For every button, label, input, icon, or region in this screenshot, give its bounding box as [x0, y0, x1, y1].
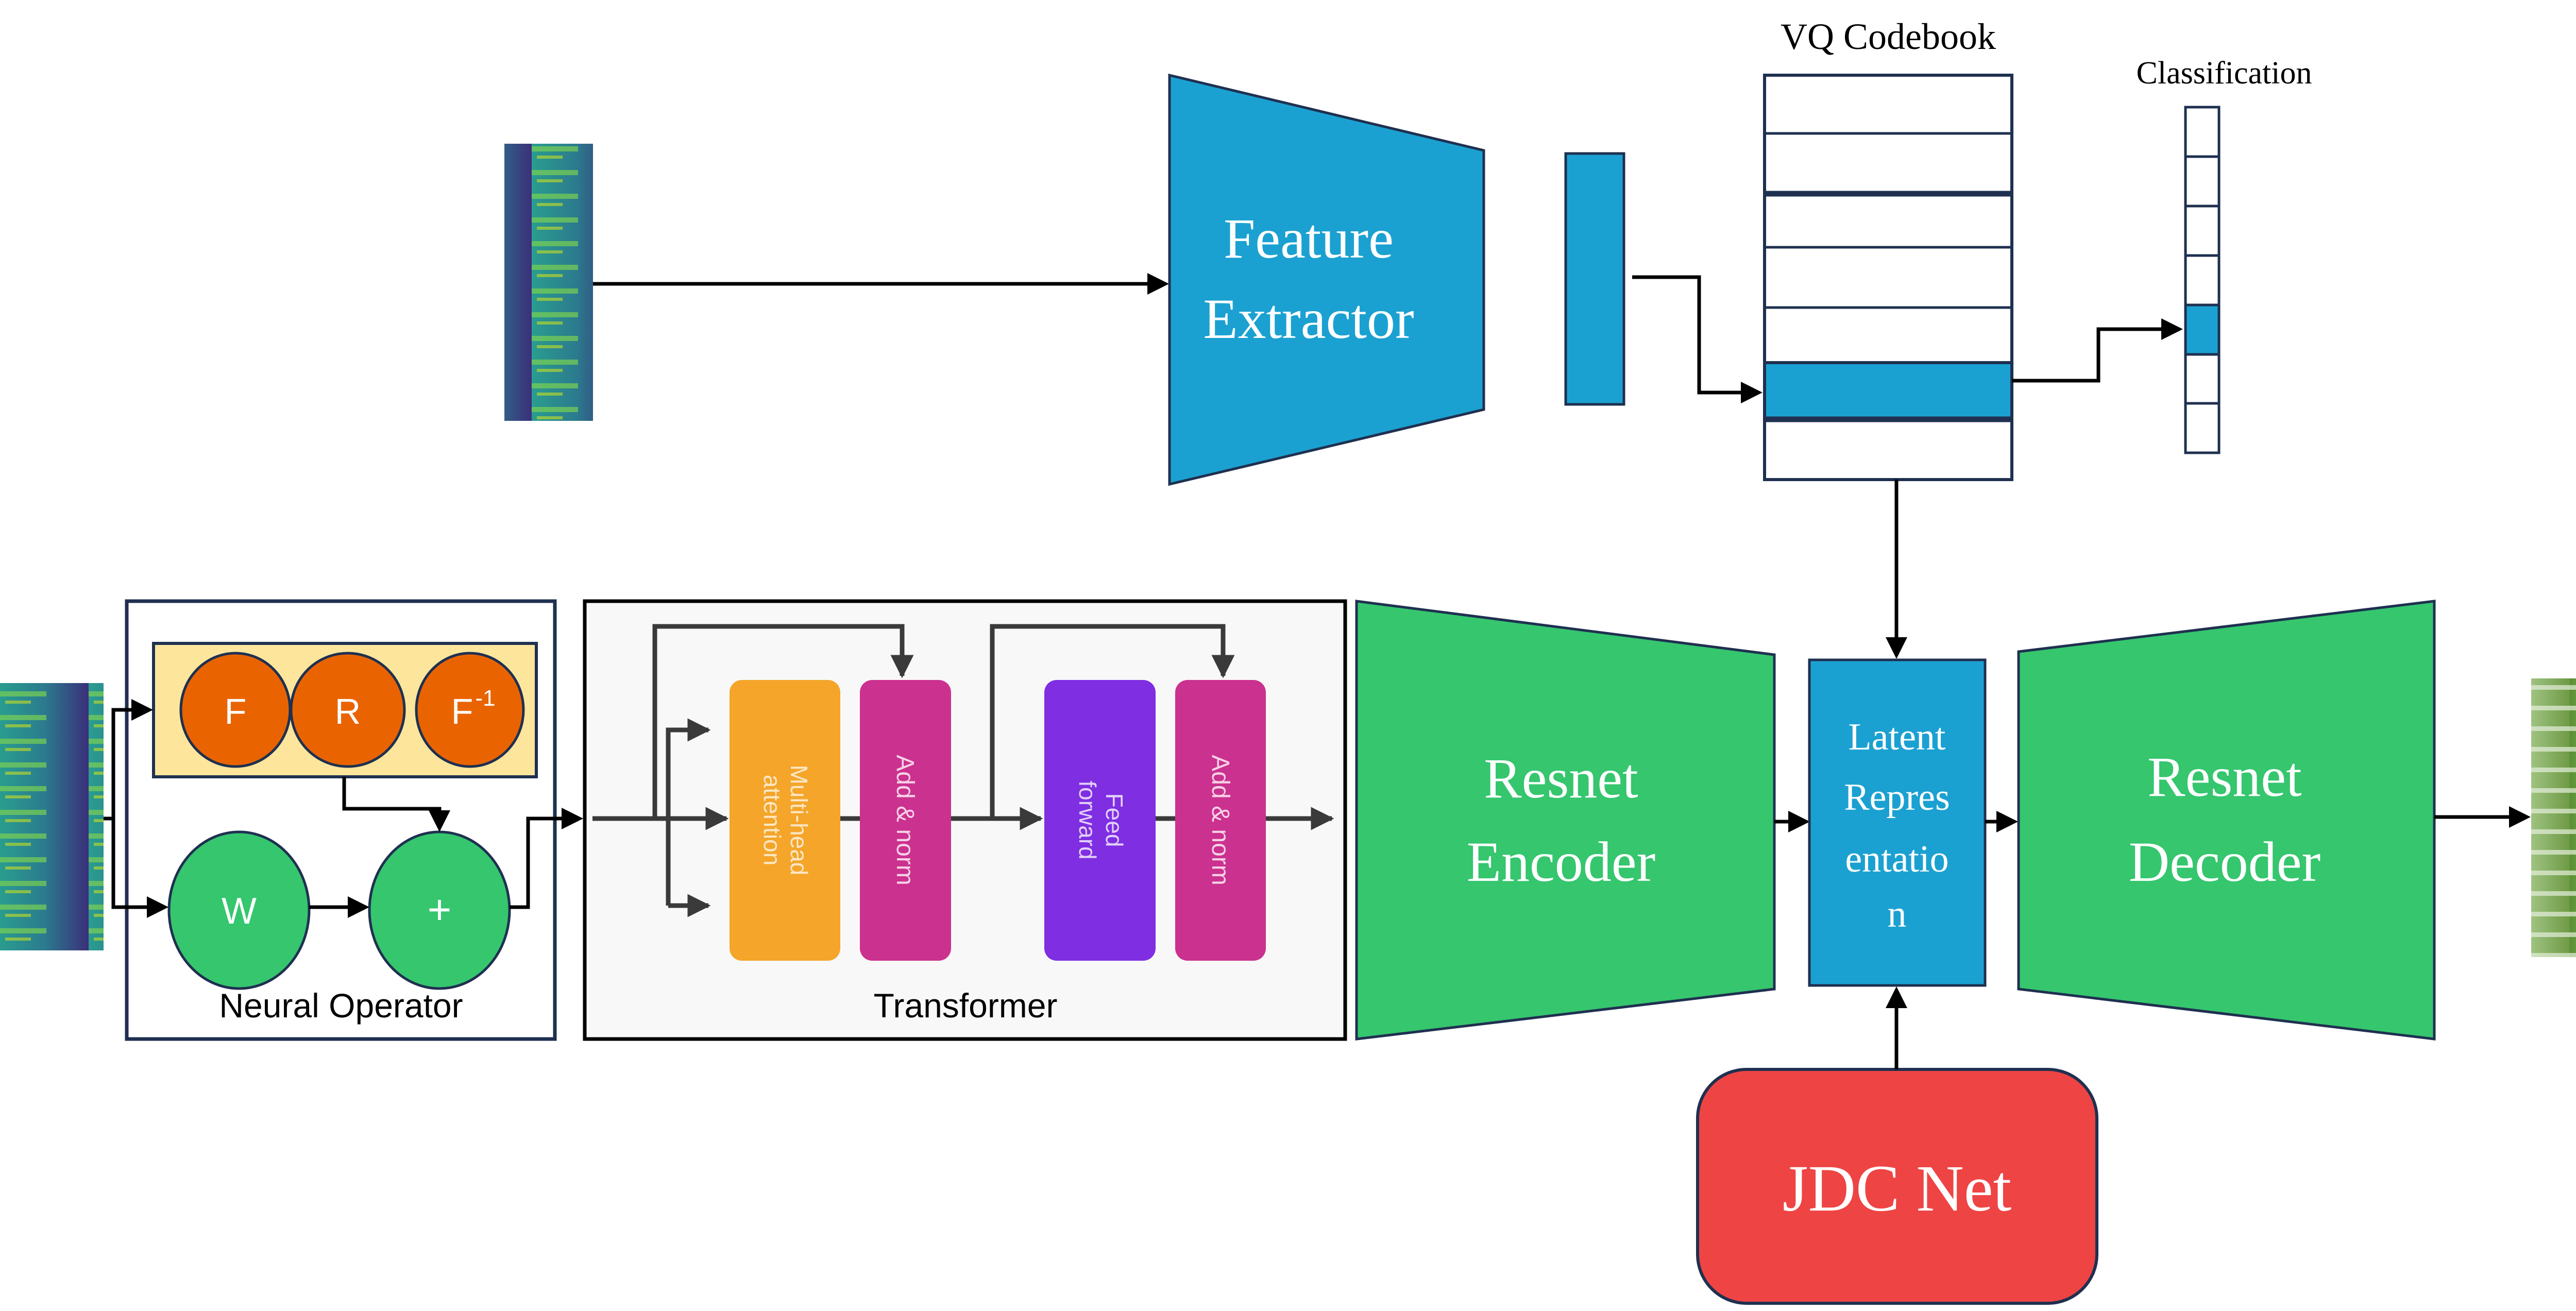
feature-vector — [1564, 152, 1625, 406]
decoder-label: Resnet — [2147, 745, 2301, 808]
vq-codebook-title: VQ Codebook — [1781, 16, 1996, 57]
classification-vector: Classification — [2137, 56, 2312, 454]
classification-title: Classification — [2137, 56, 2312, 91]
input-spectrogram-top — [504, 144, 593, 421]
decoder-label: Decoder — [2129, 830, 2321, 893]
arrow — [510, 808, 583, 909]
sum-node — [368, 830, 511, 990]
feature-extractor-label: Extractor — [1203, 287, 1414, 350]
arrow — [2012, 318, 2183, 383]
jdc-net: JDC Net — [1696, 1068, 2098, 1305]
encoder-label: Encoder — [1467, 830, 1655, 893]
arrow — [104, 699, 153, 821]
encoder-label: Resnet — [1484, 747, 1638, 810]
arrow — [342, 777, 450, 832]
r-node — [290, 652, 406, 768]
mha-label: attention — [759, 775, 786, 865]
arrow — [1632, 275, 1762, 403]
input-spectrogram — [0, 683, 104, 950]
neural-operator: F R F -1 W + Neural Operator — [125, 599, 557, 1041]
add-norm-block — [1175, 680, 1266, 961]
feature-extractor-label: Feature — [1224, 207, 1394, 270]
multi-head-attention-block — [730, 680, 840, 961]
latent-label: Latent — [1848, 716, 1945, 758]
latent-representation: Latent Repres entatio n — [1808, 658, 1987, 987]
resnet-encoder: Resnet Encoder — [1355, 600, 1776, 1041]
latent-label: entatio — [1845, 838, 1948, 880]
jdc-net-label: JDC Net — [1783, 1152, 2011, 1225]
add-norm-label: Add & norm — [891, 755, 919, 885]
classification-selected-cell — [2184, 303, 2221, 356]
transformer-label: Transformer — [874, 986, 1058, 1025]
output-spectrogram — [2531, 678, 2576, 957]
ff-label: Feed — [1101, 793, 1128, 847]
w-node — [167, 830, 311, 990]
finv-superscript: -1 — [475, 686, 495, 711]
arrow — [111, 819, 168, 918]
feed-forward-block — [1044, 680, 1156, 961]
latent-label: n — [1888, 893, 1907, 935]
w-label: W — [222, 891, 257, 932]
neural-operator-label: Neural Operator — [219, 986, 463, 1025]
transformer: Multi-head attention Add & norm Feed for… — [583, 599, 1347, 1041]
latent-label: Repres — [1844, 776, 1950, 819]
vq-codebook: VQ Codebook — [1763, 16, 2013, 481]
finv-label: F — [451, 691, 473, 731]
r-label: R — [335, 691, 361, 731]
add-norm-block — [860, 680, 951, 961]
add-norm-label: Add & norm — [1207, 755, 1234, 885]
f-label: F — [225, 691, 247, 731]
plus-label: + — [428, 887, 452, 932]
inverse-fourier-node — [415, 652, 525, 768]
mha-label: Multi-head — [786, 765, 812, 876]
codebook-selected-entry — [1763, 361, 2013, 421]
ff-label: forward — [1074, 780, 1101, 859]
resnet-decoder: Resnet Decoder — [2017, 600, 2436, 1041]
feature-extractor: Feature Extractor — [1168, 73, 1485, 486]
